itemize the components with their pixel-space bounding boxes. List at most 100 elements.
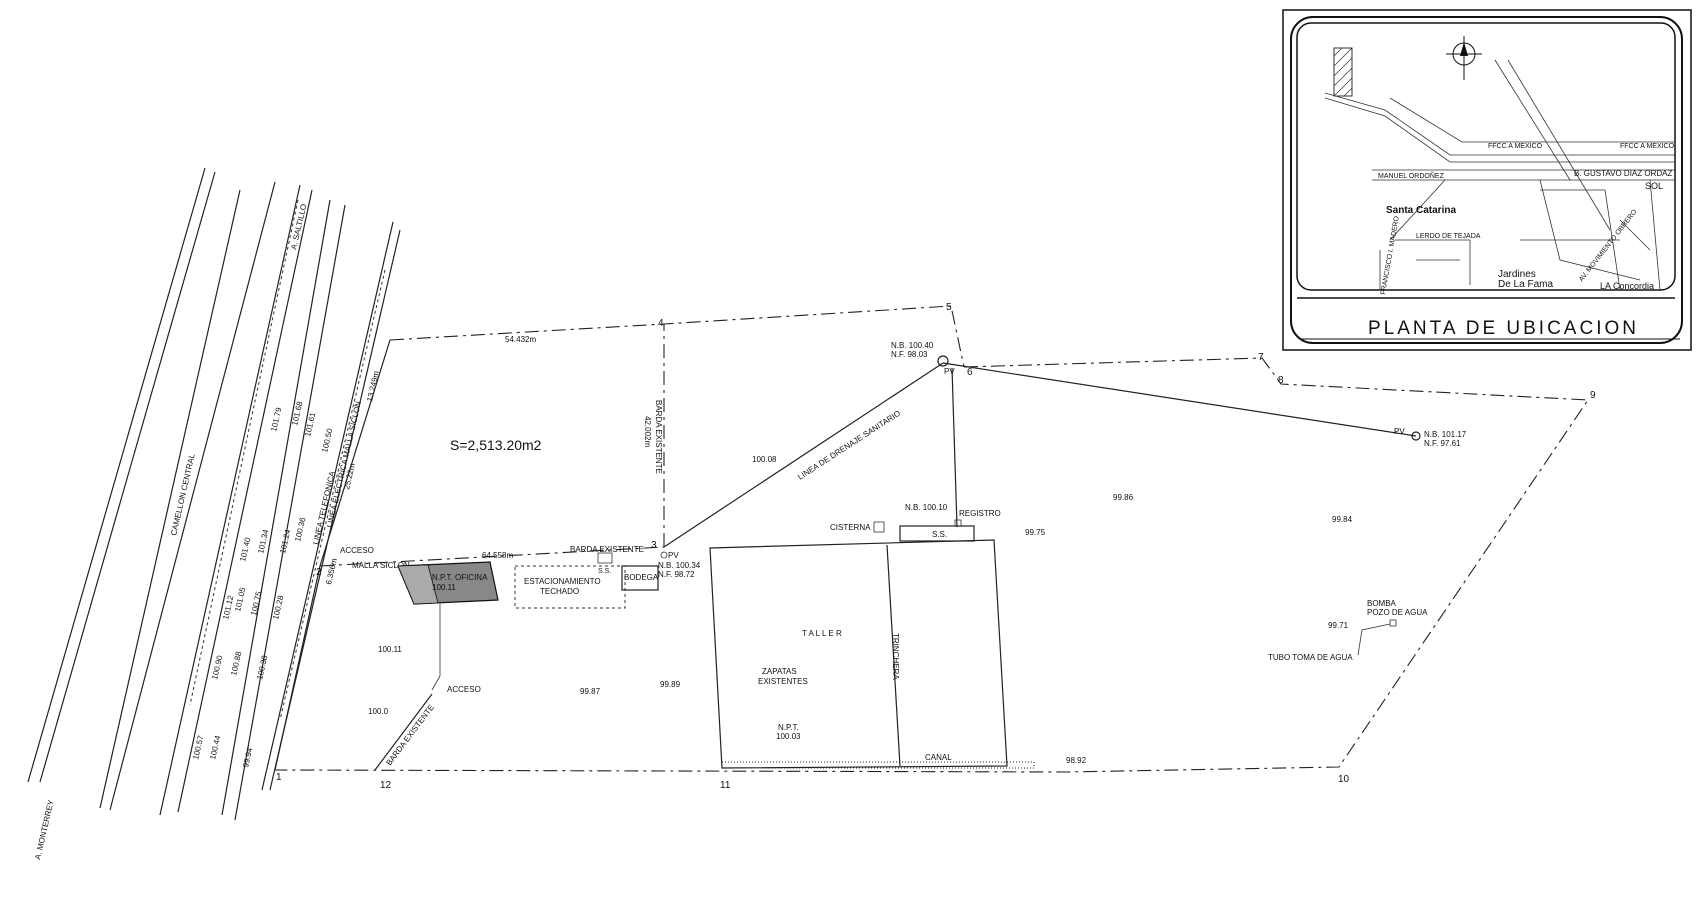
road-elevation-label: 100.50: [320, 427, 334, 453]
pv-marker-6: [937, 355, 949, 367]
drenaje-branch: [951, 367, 958, 528]
area-label: S=2,513.20m2: [450, 437, 542, 453]
tubo-label: TUBO TOMA DE AGUA: [1268, 653, 1353, 662]
barda-existente-h: BARDA EXISTENTE: [570, 545, 644, 554]
barda-length-label: 42.002m: [643, 416, 652, 447]
map-santa-catarina: Santa Catarina: [1386, 205, 1456, 216]
drenaje-line-east: [942, 362, 1417, 437]
bodega-label: BODEGA: [624, 573, 659, 582]
svg-text:8: 8: [1278, 375, 1284, 386]
elev-9971: 99.71: [1328, 621, 1349, 630]
point-5: 5: [946, 302, 952, 313]
road-elevation-label: 100.90: [210, 654, 224, 680]
elev-9986: 99.86: [1113, 493, 1134, 502]
barda-diag-label: BARDA EXISTENTE: [384, 703, 436, 767]
svg-text:5: 5: [946, 302, 952, 313]
taller-label: T A L L E R: [802, 629, 842, 638]
pv-label-6: PV: [944, 367, 955, 376]
bodega-box: [621, 565, 659, 591]
point-4: 4: [658, 318, 664, 329]
linea-electrica-label: LINEA ELECTRICA MALLA SICLON: [325, 400, 363, 528]
road-elevation-label: 101.68: [290, 400, 304, 426]
pv-marker-east: [1411, 431, 1421, 441]
npt-oficina-label: N.P.T. OFICINA: [432, 573, 488, 582]
point-2: 2: [316, 567, 322, 578]
svg-text:9: 9: [1590, 390, 1596, 401]
pv-marker-3: [660, 551, 668, 559]
map-de-la-fama: De La Fama: [1498, 279, 1553, 290]
map-lerdo: LERDO DE TEJADA: [1416, 233, 1481, 240]
oficina-building: [397, 561, 499, 605]
dim-top-boundary: 54.432m: [505, 335, 536, 344]
nf-9761: N.F. 97.61: [1424, 439, 1461, 448]
malla-siclon-label: MALLA SICLON: [352, 561, 410, 570]
pozo-label: POZO DE AGUA: [1367, 608, 1428, 617]
taller-building: [709, 539, 1008, 769]
road-elevation-label: 100.38: [255, 654, 269, 680]
point-12: 12: [380, 780, 392, 791]
road-elevation-label: 100.44: [208, 734, 222, 760]
road-elevation-label: 101.24: [278, 528, 292, 554]
npt-taller-value: 100.03: [776, 732, 801, 741]
ss-taller-label: S.S.: [932, 530, 947, 539]
nb-10034: N.B. 100.34: [658, 561, 701, 570]
a-monterrey-label: A. MONTERREY: [33, 798, 56, 860]
road-elevation-label: 100.75: [249, 590, 263, 616]
bomba-box: [1389, 619, 1397, 627]
point-9: 9: [1590, 390, 1596, 401]
svg-text:3: 3: [651, 540, 657, 551]
road-elevation-label: 101.61: [303, 411, 317, 437]
elev-10011: 100.11: [378, 645, 402, 654]
point-1: 1: [276, 772, 282, 783]
avenue-lines: [27, 167, 401, 821]
nb-10040: N.B. 100.40: [891, 341, 934, 350]
road-elevation-label: 100.28: [271, 594, 285, 620]
point-7: 7: [1258, 352, 1264, 363]
svg-text:6: 6: [967, 367, 973, 378]
road-elevation-label: 100.88: [229, 650, 243, 676]
road-elevation-label: 101.40: [238, 536, 252, 562]
dim-access: 6.356m: [324, 557, 339, 585]
map-ffcc-1: FFCC A MEXICO: [1488, 143, 1543, 150]
svg-text:11: 11: [720, 780, 731, 791]
svg-text:12: 12: [380, 780, 392, 791]
elev-9989: 99.89: [660, 680, 681, 689]
road-elevation-label: 101.05: [233, 586, 247, 612]
map-ffcc-2: FFCC A MEXICO: [1620, 143, 1675, 150]
nb-10117: N.B. 101.17: [1424, 430, 1467, 439]
site-boundary: [274, 305, 1590, 773]
elev-9892: 98.92: [1066, 756, 1087, 765]
drenaje-line: [663, 362, 944, 548]
canal-strip: [721, 761, 1035, 769]
elev-9987: 99.87: [580, 687, 601, 696]
pv-label-3: PV: [668, 551, 679, 560]
existentes-label: EXISTENTES: [758, 677, 808, 686]
ss-small-label: S.S.: [598, 568, 611, 575]
canal-label: CANAL: [925, 753, 952, 762]
nf-9803: N.F. 98.03: [891, 350, 928, 359]
nb-10010: N.B. 100.10: [905, 503, 948, 512]
point-10: 10: [1338, 774, 1350, 785]
location-map-title: PLANTA DE UBICACION: [1368, 318, 1639, 339]
point-3: 3: [651, 540, 657, 551]
location-map: [1282, 9, 1692, 351]
npt-oficina-value: 100.11: [432, 583, 456, 592]
point-11: 11: [720, 780, 731, 791]
zapatas-label: ZAPATAS: [762, 667, 797, 676]
npt-taller-label: N.P.T.: [778, 723, 799, 732]
svg-text:2: 2: [316, 567, 322, 578]
acceso-top-label: ACCESO: [340, 546, 374, 555]
road-elevation-label: 100.36: [293, 516, 307, 542]
elev-9975: 99.75: [1025, 528, 1046, 537]
pv-label-east: PV: [1394, 427, 1405, 436]
road-elevation-label: 101.79: [269, 406, 283, 432]
registro-box: [954, 519, 962, 527]
barda-vertical-label: BARDA EXISTENTE: [654, 400, 663, 474]
barda-length-h: 64.558m: [482, 551, 513, 560]
linea-drenaje-label: LINEA DE DRENAJE SANITARIO: [796, 409, 902, 482]
point-6: 6: [967, 367, 973, 378]
trinchera-label: TRINCHERA: [891, 633, 900, 680]
road-elevation-label: 99.94: [241, 746, 254, 768]
cisterna-box: [873, 521, 885, 533]
